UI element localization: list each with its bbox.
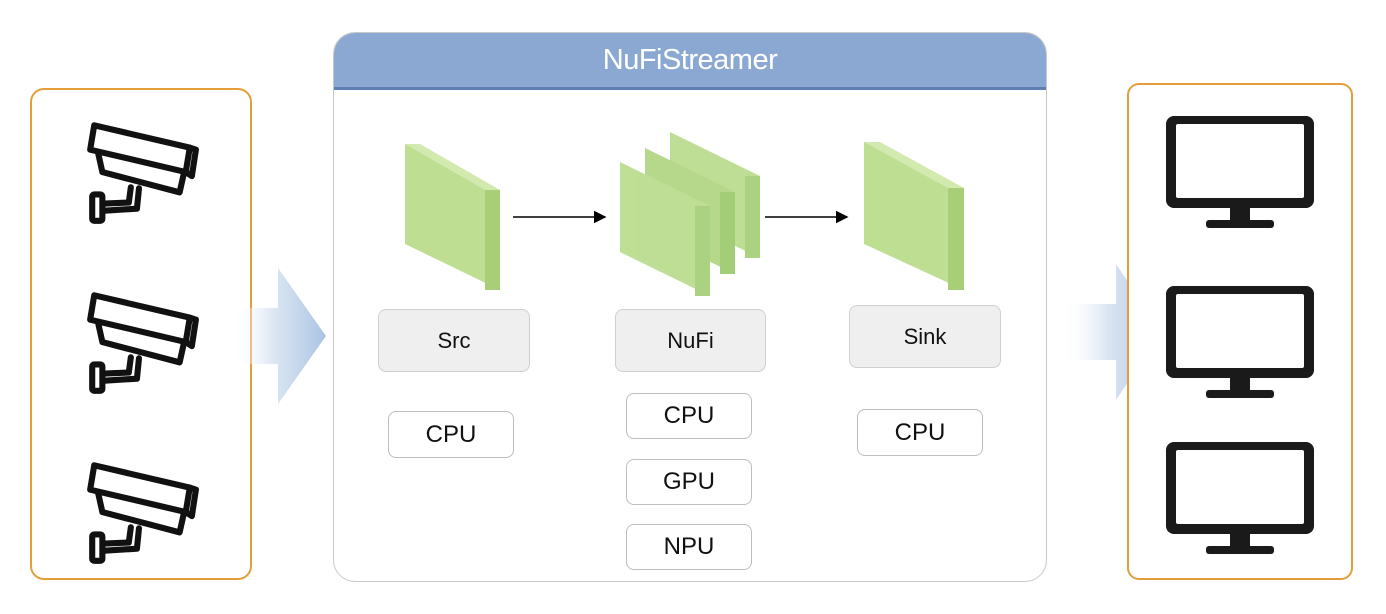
security-camera-icon xyxy=(80,113,202,225)
monitor-icon xyxy=(1160,438,1320,558)
src-device-cpu: CPU xyxy=(388,411,514,458)
panel-title: NuFiStreamer xyxy=(602,43,778,76)
src-stage-label: Src xyxy=(378,309,530,372)
input-flow-arrow xyxy=(232,268,326,404)
nufi-device-npu: NPU xyxy=(626,524,752,570)
sink-device-cpu: CPU xyxy=(857,409,983,456)
nufi-block-icon xyxy=(620,132,760,296)
panel-header: NuFiStreamer xyxy=(334,33,1046,90)
monitor-icon xyxy=(1160,112,1320,232)
sink-stage-label: Sink xyxy=(849,305,1001,368)
nufi-stage-label: NuFi xyxy=(615,309,766,372)
sink-block-icon xyxy=(864,142,964,290)
src-block-icon xyxy=(405,144,500,290)
monitor-icon xyxy=(1160,282,1320,402)
nufi-device-cpu: CPU xyxy=(626,393,752,439)
pipeline-diagram xyxy=(405,132,964,296)
security-camera-icon xyxy=(80,453,202,565)
nufi-device-gpu: GPU xyxy=(626,459,752,505)
security-camera-icon xyxy=(80,283,202,395)
